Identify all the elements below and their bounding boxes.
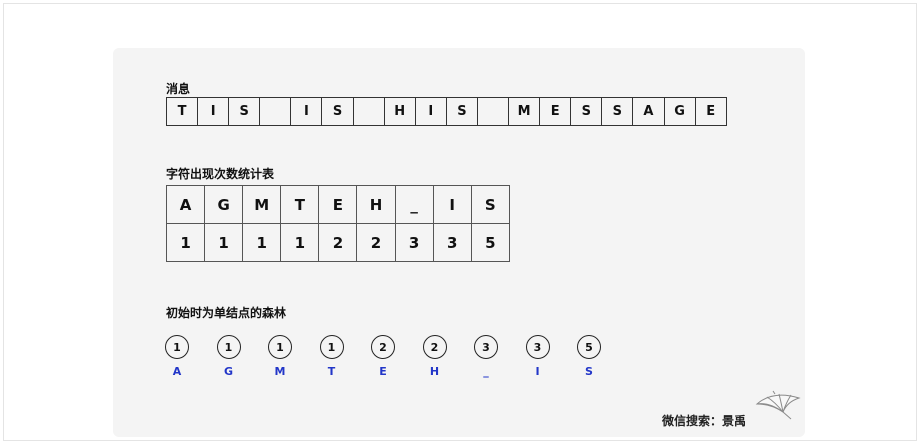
frequency-count-cell: 1 bbox=[280, 223, 320, 262]
forest-node: 3_ bbox=[461, 335, 511, 378]
frequency-count-cell: 5 bbox=[470, 223, 510, 262]
frequency-count-cell: 3 bbox=[432, 223, 472, 262]
message-cell: S bbox=[322, 97, 354, 126]
node-weight-circle: 2 bbox=[371, 335, 395, 359]
frequency-char-cell: E bbox=[318, 185, 358, 224]
node-char-label: I bbox=[535, 365, 540, 378]
message-label: 消息 bbox=[166, 82, 191, 96]
node-char-label: T bbox=[327, 365, 336, 378]
node-char-label: E bbox=[379, 365, 387, 378]
frequency-char-cell: H bbox=[356, 185, 396, 224]
message-cell: S bbox=[602, 97, 634, 126]
node-weight-circle: 1 bbox=[216, 335, 241, 359]
message-cell: I bbox=[291, 97, 323, 126]
frequency-char-cell: A bbox=[165, 185, 206, 224]
frequency-char-cell: M bbox=[242, 185, 282, 224]
message-cell: S bbox=[446, 97, 478, 126]
frequency-count-cell: 2 bbox=[318, 223, 358, 262]
message-cell: S bbox=[571, 97, 603, 126]
node-weight-circle: 2 bbox=[422, 335, 447, 359]
message-cell bbox=[260, 97, 292, 126]
node-char-label: G bbox=[223, 365, 234, 378]
frequency-char-cell: S bbox=[470, 185, 510, 224]
frequency-table-label: 字符出现次数统计表 bbox=[166, 167, 275, 181]
frequency-char-cell: I bbox=[432, 185, 472, 224]
frequency-count-cell: 2 bbox=[356, 223, 396, 262]
node-char-label: H bbox=[429, 365, 440, 378]
frequency-count-cell: 1 bbox=[165, 223, 206, 262]
node-char-label: _ bbox=[483, 365, 489, 378]
node-weight-circle: 3 bbox=[474, 335, 498, 359]
message-cell: I bbox=[198, 97, 230, 126]
node-char-label: S bbox=[585, 365, 593, 378]
node-char-label: M bbox=[274, 365, 286, 378]
message-cell: A bbox=[633, 97, 665, 126]
node-weight-circle: 3 bbox=[525, 335, 550, 359]
footer-search-text: 微信搜索：景禹 bbox=[662, 414, 747, 428]
message-cell: E bbox=[540, 97, 572, 126]
umbrella-icon bbox=[755, 390, 801, 420]
message-cell: I bbox=[415, 97, 447, 126]
node-weight-circle: 5 bbox=[577, 335, 601, 359]
message-cell: T bbox=[167, 97, 199, 126]
forest-label: 初始时为单结点的森林 bbox=[166, 306, 287, 320]
frequency-char-cell: _ bbox=[394, 185, 434, 224]
message-cell bbox=[353, 97, 385, 126]
message-cell: E bbox=[695, 97, 727, 126]
frequency-char-cell: G bbox=[204, 185, 244, 224]
frequency-count-cell: 3 bbox=[394, 223, 434, 262]
message-cell: S bbox=[229, 97, 261, 126]
node-weight-circle: 1 bbox=[319, 335, 344, 359]
frequency-count-cell: 1 bbox=[242, 223, 282, 262]
node-weight-circle: 1 bbox=[165, 335, 189, 359]
frequency-char-cell: T bbox=[280, 185, 320, 224]
message-cell: H bbox=[384, 97, 416, 126]
message-cell bbox=[477, 97, 510, 126]
message-cell: M bbox=[509, 97, 541, 126]
node-weight-circle: 1 bbox=[268, 335, 292, 359]
frequency-count-cell: 1 bbox=[204, 223, 244, 262]
node-char-label: A bbox=[172, 365, 182, 378]
message-cell: G bbox=[664, 97, 696, 126]
